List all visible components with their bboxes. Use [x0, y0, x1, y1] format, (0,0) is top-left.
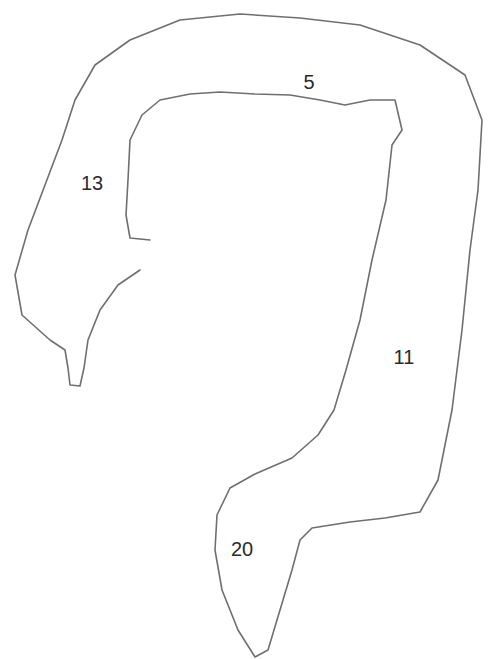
callout-number: 11	[394, 347, 415, 367]
callout-number: 5	[303, 72, 314, 92]
callout-number: 20	[231, 539, 253, 559]
colon-wall	[15, 14, 482, 657]
callout-number: 13	[81, 173, 103, 193]
